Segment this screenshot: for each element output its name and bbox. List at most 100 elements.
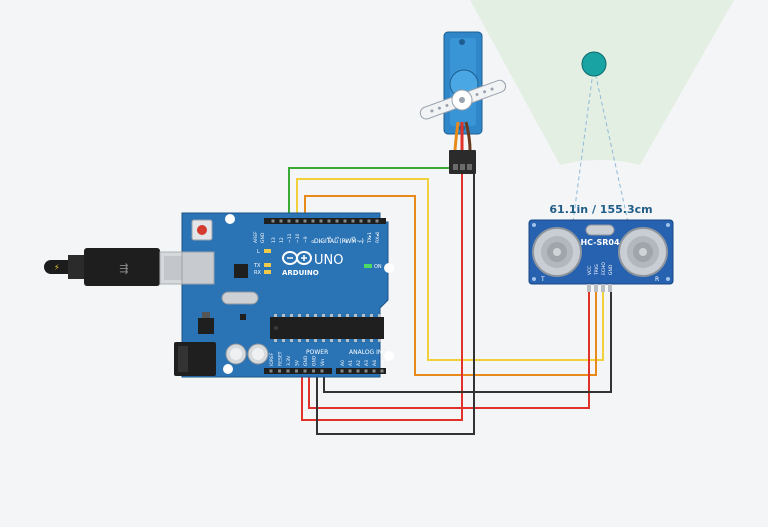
digital-pin[interactable] bbox=[295, 219, 299, 223]
digital-pin-label: ~10 bbox=[295, 233, 301, 243]
usb-controller-chip bbox=[234, 264, 248, 278]
servo-connector[interactable] bbox=[449, 150, 476, 174]
wire-black-servo-gnd[interactable] bbox=[316, 170, 475, 435]
chip-pin bbox=[346, 314, 349, 317]
digital-pin[interactable] bbox=[327, 219, 331, 223]
board-brand-label: ARDUINO bbox=[282, 269, 319, 277]
analog-pin[interactable] bbox=[364, 369, 368, 373]
wire-orange-trig[interactable] bbox=[304, 195, 597, 376]
sensor-pin-label-gnd: GND bbox=[608, 264, 614, 275]
digital-pin-label: RX◂0 bbox=[375, 232, 381, 243]
chip-pin bbox=[290, 314, 293, 317]
digital-pin[interactable] bbox=[303, 219, 307, 223]
wire-yellow-echo[interactable] bbox=[296, 178, 604, 361]
led-tx bbox=[264, 263, 271, 267]
chip-pin bbox=[282, 314, 285, 317]
sensor-beam-line-left bbox=[572, 71, 594, 223]
chip-pin bbox=[314, 314, 317, 317]
sensor-crystal bbox=[585, 224, 615, 236]
servo-motor[interactable] bbox=[417, 31, 508, 174]
digital-pin[interactable] bbox=[351, 219, 355, 223]
sensor-mark-t: T bbox=[540, 276, 545, 283]
power-pin-label: Vin bbox=[320, 359, 326, 366]
power-pin[interactable] bbox=[312, 369, 315, 373]
target-object[interactable] bbox=[581, 51, 607, 77]
digital-pin[interactable] bbox=[319, 219, 323, 223]
chip-pin bbox=[306, 339, 309, 342]
digital-pin[interactable] bbox=[359, 219, 363, 223]
analog-pin[interactable] bbox=[380, 369, 384, 373]
digital-pins bbox=[271, 219, 379, 223]
power-pin[interactable] bbox=[286, 369, 290, 373]
sensor-pin-vcc[interactable] bbox=[587, 284, 591, 292]
digital-pin-label: ~5 bbox=[335, 236, 341, 243]
wire-black-sensor-gnd[interactable] bbox=[323, 290, 612, 393]
chip-pin bbox=[274, 339, 277, 342]
sensor-mark-r: R bbox=[655, 276, 659, 283]
led-label-l: L bbox=[257, 249, 260, 255]
sensor-pin-echo[interactable] bbox=[601, 284, 605, 292]
digital-pin[interactable] bbox=[335, 219, 339, 223]
analog-pin[interactable] bbox=[340, 369, 344, 373]
chip-pin bbox=[306, 314, 309, 317]
arduino-logo-icon bbox=[282, 251, 312, 265]
power-pin[interactable] bbox=[278, 369, 281, 373]
power-pin[interactable] bbox=[295, 369, 298, 373]
usb-symbol-icon: ⇶ bbox=[119, 262, 128, 275]
analog-pin[interactable] bbox=[348, 369, 352, 373]
digital-pin[interactable] bbox=[375, 219, 379, 223]
crystal-oscillator bbox=[221, 291, 259, 305]
digital-pin-label: 13 bbox=[271, 237, 277, 243]
power-pin-label: GND bbox=[303, 355, 309, 366]
sensor-transducer-right bbox=[618, 227, 668, 277]
power-pins bbox=[269, 369, 384, 373]
ultrasonic-sensor[interactable]: HC-SR04 VCC TRIG ECHO GND T R bbox=[528, 219, 674, 292]
digital-pin[interactable] bbox=[279, 219, 283, 223]
power-pin[interactable] bbox=[269, 369, 273, 373]
chip-pin bbox=[338, 314, 341, 317]
digital-pin[interactable] bbox=[311, 219, 315, 223]
digital-pin[interactable] bbox=[271, 219, 275, 223]
digital-pin[interactable] bbox=[287, 219, 291, 223]
chip-pin bbox=[274, 314, 277, 317]
power-section-label: POWER bbox=[306, 349, 328, 356]
led-label-rx: RX bbox=[254, 270, 261, 276]
power-pin-label: 3.3V bbox=[286, 355, 292, 366]
power-pin[interactable] bbox=[320, 369, 324, 373]
sensor-pin-gnd[interactable] bbox=[608, 284, 612, 292]
chip-pin bbox=[290, 339, 293, 342]
power-pin-label: 5V bbox=[295, 359, 301, 366]
digital-pin[interactable] bbox=[343, 219, 347, 223]
digital-section-label: DIGITAL (PWM~) bbox=[314, 238, 364, 245]
analog-pin-label: A4 bbox=[372, 360, 378, 366]
chip-pin bbox=[354, 339, 357, 342]
sensor-pin-trig[interactable] bbox=[594, 284, 598, 292]
digital-pin[interactable] bbox=[367, 219, 371, 223]
chip-pin bbox=[322, 314, 325, 317]
servo-horn[interactable] bbox=[417, 75, 508, 125]
analog-pin-label: A2 bbox=[356, 360, 362, 366]
chip-pin bbox=[362, 339, 365, 342]
mounting-hole bbox=[225, 214, 235, 224]
chip-pin bbox=[370, 314, 373, 317]
power-pin-label: IOREF bbox=[269, 352, 275, 366]
usb-port bbox=[181, 251, 215, 285]
mounting-hole bbox=[223, 364, 233, 374]
led-on bbox=[364, 264, 372, 268]
analog-pin[interactable] bbox=[372, 369, 376, 373]
led-label-tx: TX bbox=[253, 263, 261, 269]
sensor-beam-cone bbox=[470, 0, 734, 165]
wire-green-servo-signal[interactable] bbox=[288, 167, 470, 222]
voltage-regulator bbox=[198, 318, 214, 334]
wire-red-sensor-vcc[interactable] bbox=[308, 290, 590, 409]
chip-pin bbox=[298, 339, 301, 342]
analog-pin[interactable] bbox=[356, 369, 360, 373]
wire-red-servo-power[interactable] bbox=[301, 170, 463, 421]
power-pin[interactable] bbox=[303, 369, 307, 373]
chip-pin bbox=[314, 339, 317, 342]
aref-label: AREF bbox=[253, 231, 259, 243]
chip-pin bbox=[338, 339, 341, 342]
